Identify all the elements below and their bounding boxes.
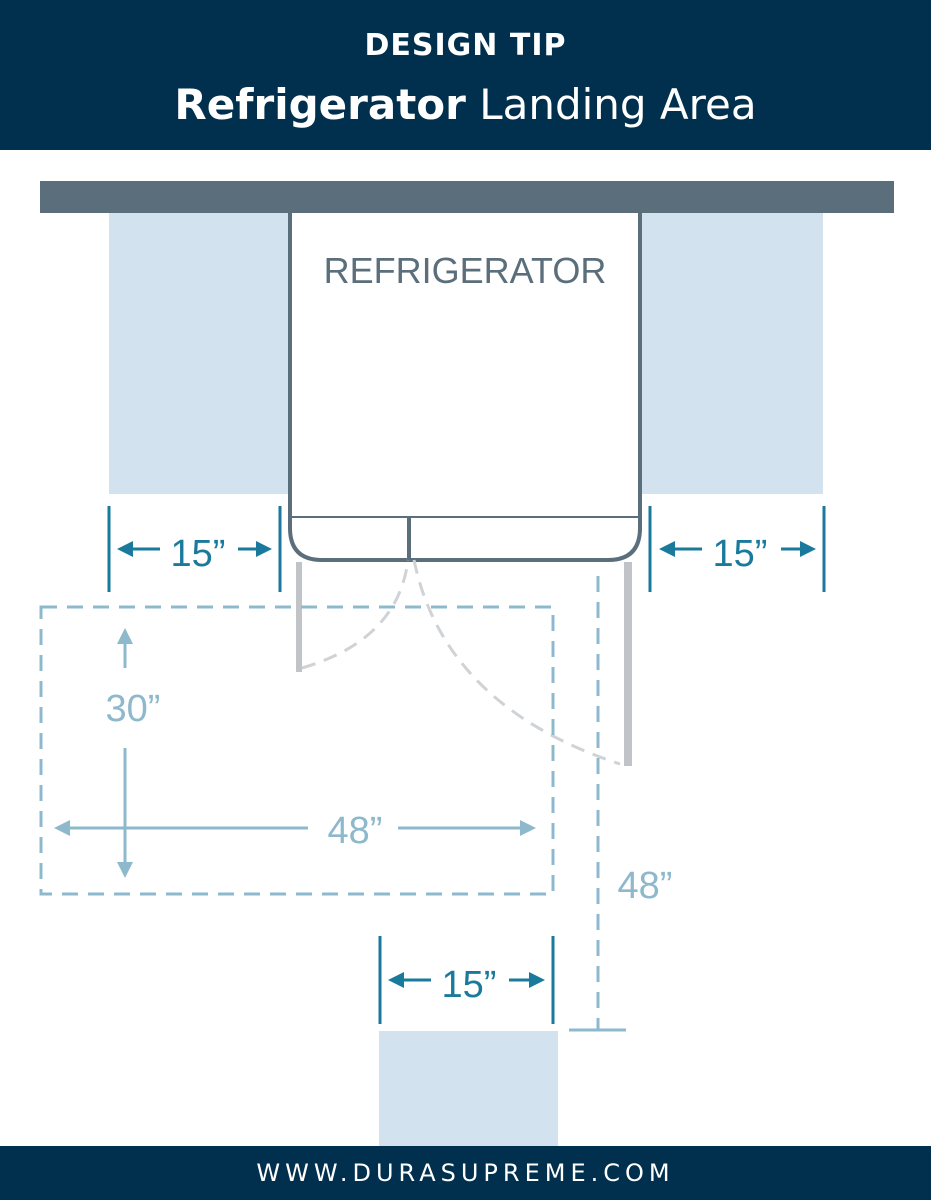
floor-plan-diagram: REFRIGERATOR 30” 48” 48” 15” 15” — [39, 181, 894, 1146]
left-landing-width-label: 15” — [171, 533, 226, 575]
design-tip-kicker: DESIGN TIP — [364, 28, 567, 63]
island-landing-dimension: 15” — [378, 936, 555, 1024]
title-rest: Landing Area — [479, 80, 757, 129]
clearance-width-label: 48” — [328, 810, 383, 852]
island-counter — [379, 1031, 558, 1146]
left-door-swing — [301, 559, 410, 670]
island-landing-width-label: 15” — [442, 964, 497, 1006]
footer-banner: WWW.DURASUPREME.COM — [0, 1146, 931, 1200]
back-wall — [40, 181, 894, 213]
refrigerator: REFRIGERATOR — [288, 213, 642, 562]
page-title: Refrigerator Landing Area — [0, 80, 931, 129]
clearance-zone — [39, 605, 555, 896]
left-landing-dimension: 15” — [107, 506, 282, 592]
header-banner: DESIGN TIP Refrigerator Landing Area — [0, 0, 931, 150]
right-door — [624, 562, 632, 766]
right-landing-width-label: 15” — [713, 533, 768, 575]
right-door-swing — [412, 559, 621, 766]
island-distance-label: 48” — [618, 865, 673, 907]
website-url: WWW.DURASUPREME.COM — [256, 1159, 675, 1187]
left-door — [296, 562, 302, 672]
title-bold: Refrigerator — [174, 80, 466, 129]
left-counter — [109, 213, 290, 494]
right-landing-dimension: 15” — [648, 506, 826, 592]
right-counter — [640, 213, 823, 494]
refrigerator-label: REFRIGERATOR — [324, 250, 607, 291]
clearance-depth-label: 30” — [106, 688, 161, 730]
